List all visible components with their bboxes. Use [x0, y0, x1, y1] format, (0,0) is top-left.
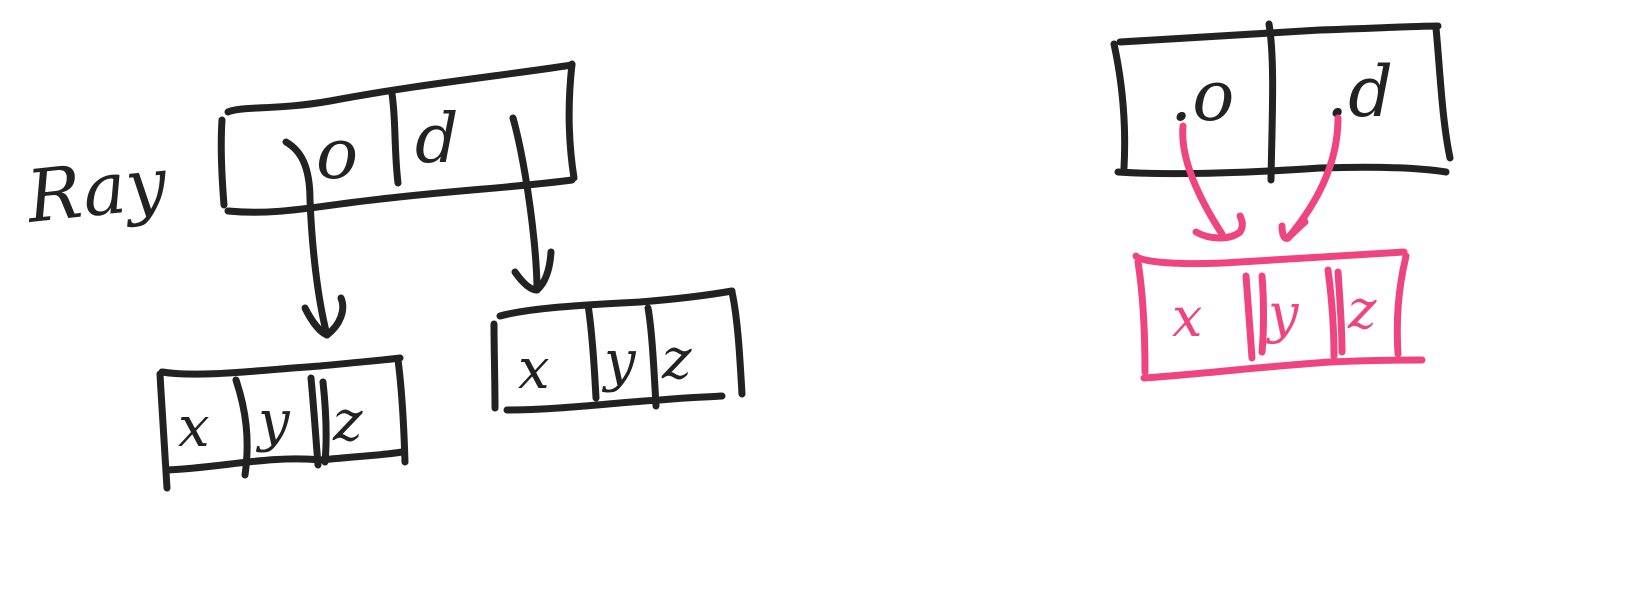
pink-vector-divider-3	[1324, 266, 1338, 360]
right-struct-left-edge	[1110, 40, 1129, 172]
pink-vector-left-edge	[1134, 258, 1149, 376]
arrow-o-head	[301, 294, 347, 339]
left-vector-box	[156, 354, 409, 492]
left-vector-divider-3	[319, 378, 330, 466]
ray-struct-left-edge	[217, 116, 228, 209]
right-vector-divider-1	[584, 301, 600, 402]
arrow-o-shaft	[282, 138, 331, 339]
right-struct-box	[1110, 20, 1454, 184]
pink-vector-y: y	[1266, 282, 1300, 345]
pink-vector-box	[1132, 248, 1426, 382]
arrow-o-to-vector	[282, 138, 347, 339]
left-vector-right-edge	[394, 356, 409, 466]
right-vector-box	[490, 287, 746, 414]
right-struct-right-edge	[1432, 24, 1454, 162]
left-vector-x: x	[178, 395, 210, 460]
pink-arrow-d	[1278, 114, 1342, 242]
left-vector-top-edge	[158, 354, 404, 378]
ray-field-d: d	[415, 100, 459, 179]
right-diagram: .o .d x y z	[1110, 20, 1454, 382]
right-vector-divider-2	[644, 304, 660, 410]
right-struct-field-o: .o	[1170, 55, 1234, 137]
pink-vector-right-edge	[1393, 252, 1410, 358]
right-vector-bottom-edge	[503, 392, 726, 414]
arrow-d-shaft	[509, 114, 541, 294]
left-vector-z: z	[332, 389, 363, 454]
right-vector-y: y	[601, 329, 637, 394]
pink-arrow-o-shaft	[1179, 122, 1226, 238]
arrow-d-to-vector	[509, 114, 555, 294]
pink-vector-top-edge	[1132, 248, 1408, 268]
pink-vector-x: x	[1172, 286, 1202, 349]
ray-label: Ray	[21, 141, 172, 239]
left-vector-divider-1	[232, 376, 251, 479]
ray-field-o: o	[316, 113, 358, 195]
right-struct-bottom-edge	[1114, 163, 1450, 178]
left-diagram: Ray o d x	[21, 60, 746, 492]
pink-vector-bottom-edge	[1140, 356, 1426, 382]
ray-struct-divider	[388, 90, 402, 187]
left-vector-divider-2	[307, 374, 322, 469]
pink-vector-divider-1	[1242, 272, 1256, 362]
right-vector-top-edge	[496, 287, 736, 320]
ray-struct-right-edge	[565, 60, 578, 182]
pink-vector-divider-2	[1258, 272, 1267, 356]
right-struct-top-edge	[1116, 22, 1442, 46]
pink-arrow-o	[1179, 122, 1246, 242]
pink-arrow-d-head	[1278, 218, 1309, 242]
pink-arrow-o-head	[1192, 212, 1246, 242]
right-struct-divider	[1265, 20, 1277, 184]
pink-vector-divider-4	[1334, 268, 1346, 356]
pink-vector-z: z	[1347, 278, 1377, 341]
right-vector-right-edge	[728, 288, 746, 398]
right-vector-left-edge	[490, 320, 499, 412]
pink-arrow-d-shaft	[1284, 114, 1342, 242]
arrow-d-head	[511, 248, 555, 294]
right-vector-z: z	[661, 327, 692, 392]
ray-struct-top-edge	[224, 61, 576, 116]
left-vector-left-edge	[156, 370, 171, 492]
right-vector-x: x	[518, 337, 550, 402]
left-vector-y: y	[255, 389, 291, 454]
